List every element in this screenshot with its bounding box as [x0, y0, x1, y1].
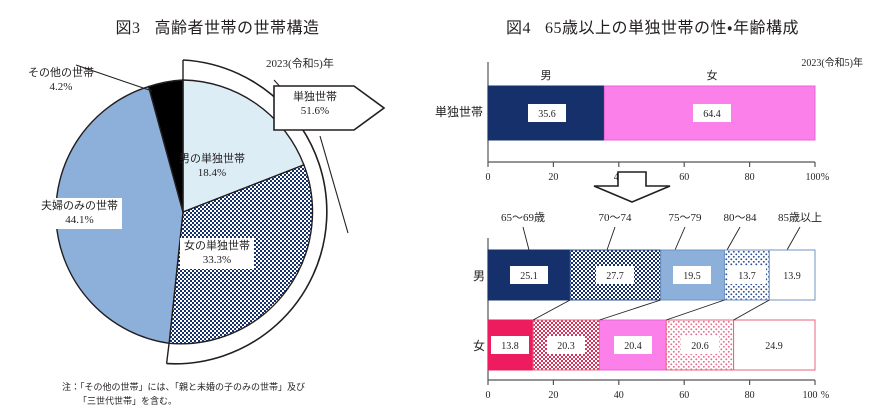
connector-1 — [599, 299, 661, 321]
figure3-footnote-line1: 注：「その他の世帯」には、「親と未婚の子のみの世帯」及び — [62, 382, 306, 392]
age-leader-0 — [522, 226, 530, 251]
female-value-box-0 — [491, 336, 529, 354]
age-leader-3 — [726, 226, 741, 251]
pie-label-female-single: 女の単独世帯 33.3% — [180, 238, 254, 269]
top-chart-header-male: 男 — [541, 70, 552, 82]
bottom-axis-label-80: 80 — [745, 390, 755, 401]
bottom-row-label-male: 男 — [473, 269, 485, 283]
female-value-80-84: 20.6 — [691, 341, 709, 352]
pie-outer-arc-single-household — [166, 59, 328, 365]
bottom-row-label-female: 女 — [473, 339, 485, 353]
top-value-female: 64.4 — [703, 109, 721, 120]
down-arrow-shape — [593, 171, 671, 203]
male-value-85-plus: 13.9 — [783, 271, 801, 282]
female-segment-80-84 — [665, 319, 735, 371]
pie-slice-other — [147, 79, 184, 213]
bottom-axis-label-20: 20 — [548, 390, 558, 401]
pie-label-female-single-name: 女の単独世帯 — [184, 240, 250, 252]
top-axis-label-20: 20 — [548, 172, 558, 182]
callout-label: 単独世帯 — [293, 91, 337, 103]
female-value-box-1 — [547, 336, 585, 354]
figure3-year-label: 2023(令和5)年 — [266, 58, 334, 70]
connector-0 — [532, 299, 571, 321]
pie-label-couple-value: 44.1% — [65, 214, 94, 227]
top-axis-unit: % — [821, 172, 829, 182]
figure3-panel: 図3 高齢者世帯の世帯構造 2023(令和5)年 — [0, 14, 435, 408]
callout-arrow-shape — [273, 85, 386, 131]
down-arrow-icon — [593, 171, 671, 203]
bottom-axis-label-100: 100 — [803, 390, 818, 401]
pie-label-other: その他の世帯 4.2% — [28, 66, 94, 95]
female-segment-85-plus — [733, 319, 816, 371]
top-axis-label-100: 100 — [806, 172, 821, 182]
female-value-75-79: 20.4 — [624, 341, 642, 352]
top-axis-label-60: 60 — [679, 172, 689, 182]
connector-2 — [666, 299, 725, 321]
bottom-axis-label-40: 40 — [614, 390, 624, 401]
age-label-85-plus: 85歳以上 — [778, 211, 822, 224]
male-value-65-69: 25.1 — [520, 271, 538, 282]
figure3-title-number: 図3 — [115, 20, 141, 37]
pie-label-other-name: その他の世帯 — [28, 67, 94, 79]
male-value-80-84: 13.7 — [738, 271, 756, 282]
figure3-footnote: 注：「その他の世帯」には、「親と未婚の子のみの世帯」及び 「三世代世帯」を含む。 — [62, 381, 305, 408]
figure3-title: 図3 高齢者世帯の世帯構造 — [0, 14, 435, 38]
figure4-panel: 図4 65歳以上の単独世帯の性・年齢構成 2023(令和5)年 0 20 40 6… — [435, 0, 870, 414]
leader-line-callout-bottom — [319, 135, 349, 234]
figure4-title-text: 65歳以上の単独世帯の性・年齢構成 — [545, 20, 799, 37]
bottom-axis-label-60: 60 — [679, 390, 689, 401]
age-label-80-84: 80～84 — [724, 212, 757, 224]
figure3-footnote-line2: 「三世代世帯」を含む。 — [78, 395, 178, 406]
pie-label-couple: 夫婦のみの世帯 44.1% — [37, 198, 122, 229]
top-axis-label-80: 80 — [745, 172, 755, 182]
female-value-65-69: 13.8 — [501, 341, 519, 352]
pie-label-female-single-value: 33.3% — [202, 254, 232, 267]
figure4-title-number: 図4 — [506, 20, 532, 37]
figure4-age-composition-chart: 65～69歳 70～74 75～79 80～84 85歳以上 0 20 40 6… — [473, 211, 829, 401]
male-value-box-3 — [728, 266, 766, 284]
top-value-male: 35.6 — [538, 109, 556, 120]
connector-3 — [733, 299, 770, 321]
leader-line-other — [75, 64, 153, 92]
male-value-box-0 — [510, 266, 548, 284]
bottom-axis-label-0: 0 — [486, 390, 491, 401]
female-value-box-3 — [681, 336, 719, 354]
female-value-85-plus: 24.9 — [765, 341, 783, 352]
callout-text: 単独世帯 51.6% — [274, 91, 356, 119]
pie-label-male-single-value: 18.4% — [197, 167, 227, 180]
top-value-box-male — [528, 104, 566, 122]
age-leader-2 — [674, 226, 686, 251]
pie-label-male-single-name: 男の単独世帯 — [179, 153, 245, 165]
male-segment-85-plus — [768, 249, 816, 301]
bottom-axis-unit: % — [821, 390, 829, 401]
pie-label-other-value: 4.2% — [49, 81, 73, 94]
top-bar-segment-female — [603, 85, 816, 141]
figure4-title: 図4 65歳以上の単独世帯の性・年齢構成 — [435, 14, 870, 38]
age-label-65-69: 65～69歳 — [501, 211, 545, 224]
male-value-70-74: 27.7 — [606, 271, 624, 282]
pie-label-male-single: 男の単独世帯 18.4% — [179, 152, 245, 181]
age-label-75-79: 75～79 — [669, 212, 702, 224]
top-chart-header-female: 女 — [707, 69, 718, 82]
pie-slice-male-single — [182, 79, 305, 214]
pie-label-couple-name: 夫婦のみの世帯 — [41, 200, 118, 212]
age-leader-1 — [606, 226, 616, 251]
callout-arrow-single-household — [273, 85, 386, 131]
age-leader-4 — [786, 226, 801, 251]
age-label-70-74: 70～74 — [599, 212, 632, 224]
male-value-box-2 — [673, 266, 711, 284]
top-axis-label-0: 0 — [486, 172, 491, 182]
male-value-75-79: 19.5 — [683, 271, 701, 282]
male-value-box-1 — [596, 266, 634, 284]
female-value-70-74: 20.3 — [557, 341, 575, 352]
top-chart-row-label: 単独世帯 — [435, 105, 483, 119]
callout-value: 51.6% — [300, 104, 330, 117]
figure4-year-label: 2023(令和5)年 — [801, 56, 863, 69]
top-value-box-female — [693, 104, 731, 122]
pie-arc-end-tick — [165, 343, 170, 364]
female-value-box-2 — [614, 336, 652, 354]
figure4-sex-composition-chart: 2023(令和5)年 0 20 40 60 80 100 % 単独世帯 男 女 — [435, 56, 863, 182]
figure3-title-text: 高齢者世帯の世帯構造 — [154, 20, 320, 37]
